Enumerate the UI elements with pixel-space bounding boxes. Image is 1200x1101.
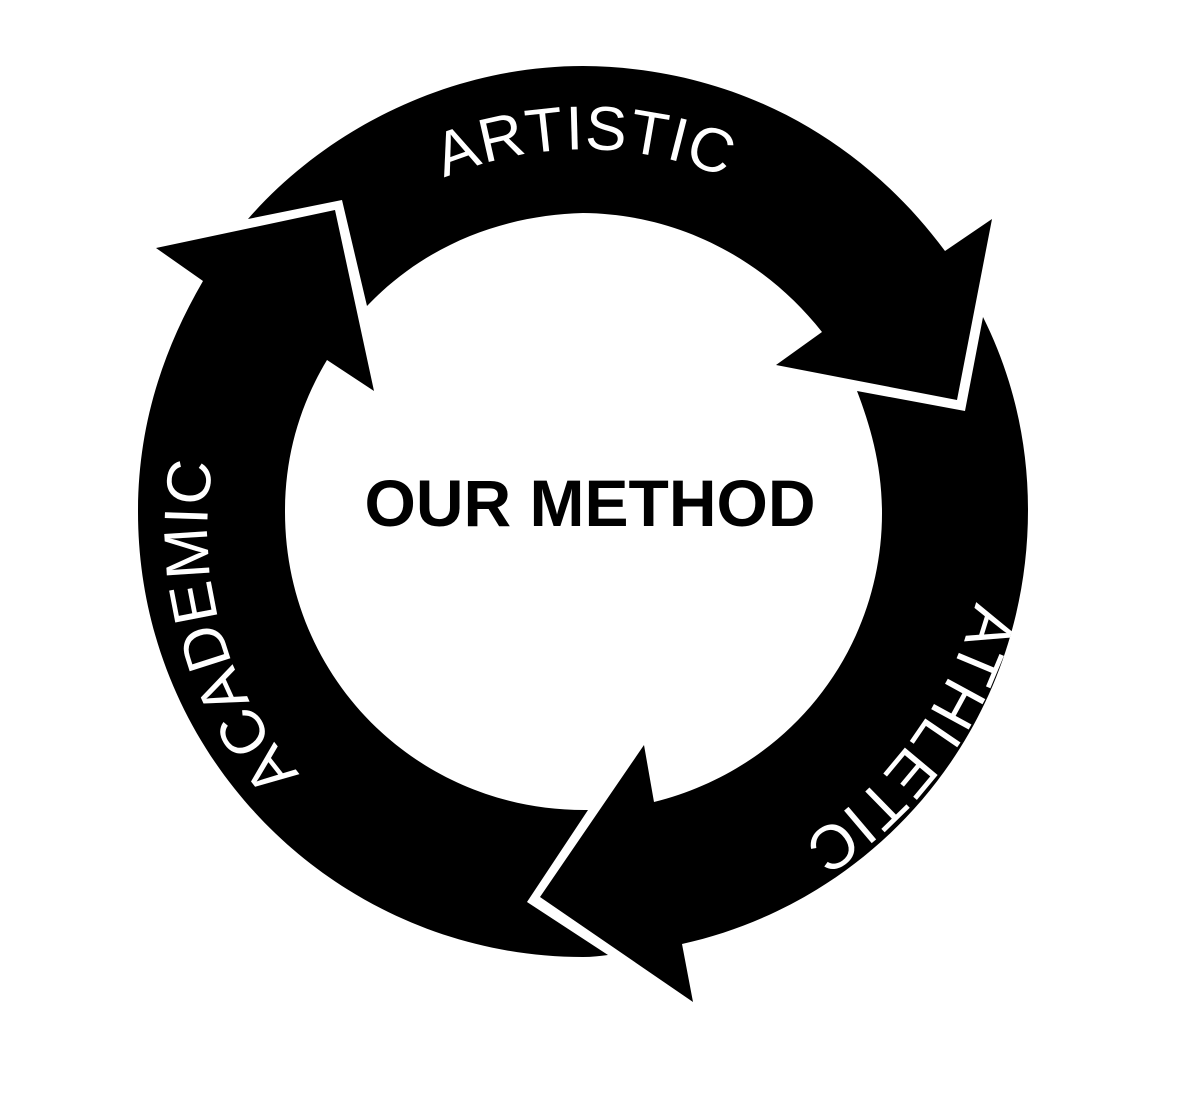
artistic-arrow [248,66,992,400]
athletic-arrow [540,317,1028,1002]
academic-arrow [138,210,608,957]
center-title: OUR METHOD [365,466,816,540]
